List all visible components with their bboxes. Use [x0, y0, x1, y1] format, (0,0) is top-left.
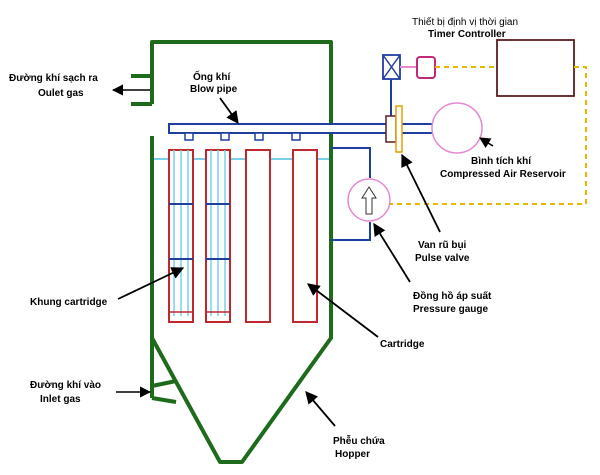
cartridge-with-frame-2: [205, 149, 231, 323]
nozzle-1: [184, 132, 194, 141]
gauge-arrow-icon: [361, 186, 377, 215]
pulse-valve: [385, 115, 397, 143]
reservoir-leader: [479, 137, 494, 149]
hopper-label-en: Hopper: [335, 449, 370, 460]
valve-leader: [401, 153, 441, 233]
blowpipe-leader: [219, 97, 239, 125]
cartridge-3: [245, 149, 271, 323]
solenoid-coil: [416, 56, 436, 79]
valve-label-vi: Van rũ bụi: [418, 240, 467, 251]
cartridge-leader: [306, 283, 379, 338]
blowpipe-label-en: Blow pipe: [190, 84, 238, 95]
signal-line-gauge: [390, 66, 587, 205]
valve-label-en: Pulse valve: [415, 253, 470, 264]
inlet-label-en: Inlet gas: [40, 394, 81, 405]
gauge-pipe: [331, 147, 371, 241]
cartridge-with-frame-1: [168, 149, 194, 323]
gauge-label-en: Pressure gauge: [413, 304, 488, 315]
air-reservoir: [431, 102, 483, 154]
timer-controller-box: [496, 39, 575, 97]
outlet-label-vi: Đường khí sạch ra: [9, 73, 98, 84]
inlet-stub-bottom: [151, 396, 177, 404]
nozzle-2: [220, 132, 230, 141]
inlet-label-vi: Đường khí vào: [30, 380, 101, 391]
gauge-label-vi: Đồng hồ áp suất: [413, 290, 492, 302]
valve-body: [395, 105, 403, 153]
solenoid-x-2: [382, 54, 401, 80]
hopper-label-vi: Phễu chứa: [333, 434, 385, 447]
reservoir-label-en: Compressed Air Reservoir: [440, 169, 566, 180]
nozzle-3: [254, 132, 264, 141]
housing-body: [150, 40, 333, 464]
cartridge-label: Cartridge: [380, 339, 425, 350]
reservoir-label-vi: Bình tích khí: [471, 156, 532, 167]
timer-label-vi: Thiết bị định vị thời gian: [412, 16, 518, 28]
frame-label: Khung cartridge: [30, 297, 108, 308]
blowpipe-label-vi: Ống khí: [193, 69, 231, 83]
nozzle-4: [291, 132, 301, 141]
cartridge-4: [292, 149, 318, 323]
inlet-stub-top: [151, 379, 177, 388]
gauge-leader: [373, 222, 411, 283]
outlet-label-en: Oulet gas: [38, 88, 84, 99]
timer-label-en: Timer Controller: [428, 29, 506, 40]
hopper-leader: [305, 391, 336, 427]
frame-leader: [117, 267, 185, 300]
